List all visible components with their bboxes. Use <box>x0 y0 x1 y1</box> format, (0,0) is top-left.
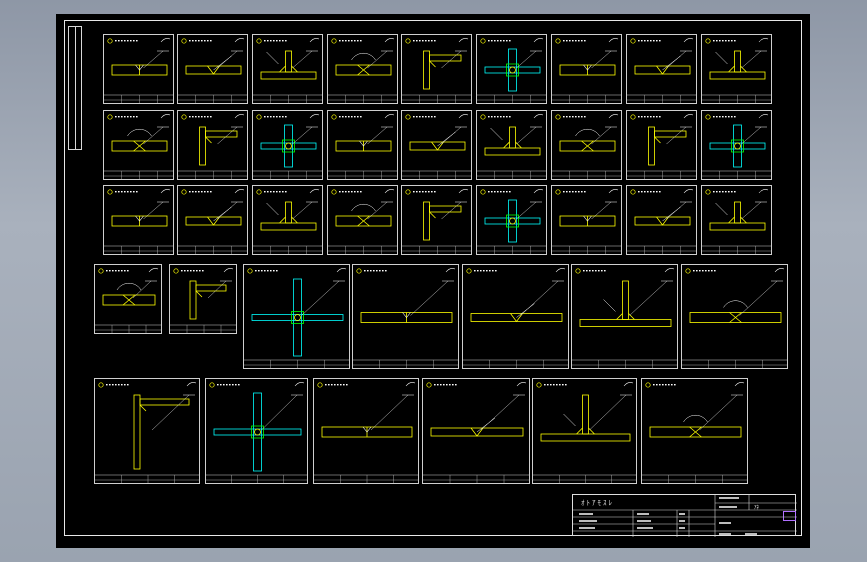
revision-strip-divider <box>75 26 76 150</box>
weld-detail-drawing <box>253 38 322 103</box>
weld-detail-cell <box>252 185 323 255</box>
weld-detail-cell <box>169 264 237 334</box>
weld-detail-cell <box>476 185 547 255</box>
weld-detail-drawing <box>314 382 418 483</box>
weld-detail-drawing <box>463 268 568 368</box>
weld-detail-cell <box>177 110 248 180</box>
weld-detail-cell <box>422 378 530 484</box>
weld-detail-cell <box>626 110 697 180</box>
weld-detail-cell <box>177 185 248 255</box>
weld-detail-cell <box>313 378 419 484</box>
weld-detail-cell <box>551 110 622 180</box>
weld-detail-drawing <box>95 268 161 333</box>
weld-detail-cell <box>462 264 569 369</box>
weld-detail-cell <box>94 264 162 334</box>
weld-detail-cell <box>103 34 174 104</box>
weld-detail-cell <box>177 34 248 104</box>
weld-detail-drawing <box>328 189 397 254</box>
weld-detail-cell <box>327 185 398 255</box>
weld-detail-drawing <box>104 114 173 179</box>
weld-detail-cell <box>701 110 772 180</box>
scale-label: ｱﾈ <box>754 505 760 511</box>
weld-detail-drawing <box>402 189 471 254</box>
weld-detail-drawing <box>627 189 696 254</box>
weld-detail-drawing <box>627 114 696 179</box>
weld-detail-drawing <box>95 382 199 483</box>
weld-detail-cell <box>401 185 472 255</box>
weld-detail-drawing <box>402 38 471 103</box>
weld-detail-drawing <box>477 114 546 179</box>
weld-detail-drawing <box>533 382 636 483</box>
weld-detail-cell <box>571 264 678 369</box>
weld-detail-cell <box>626 185 697 255</box>
weld-detail-cell <box>327 34 398 104</box>
weld-detail-cell <box>252 110 323 180</box>
weld-detail-drawing <box>104 38 173 103</box>
weld-detail-drawing <box>328 38 397 103</box>
weld-detail-drawing <box>170 268 236 333</box>
weld-detail-drawing <box>642 382 747 483</box>
weld-detail-cell <box>476 110 547 180</box>
weld-detail-drawing <box>178 38 247 103</box>
weld-detail-drawing <box>552 189 621 254</box>
weld-detail-cell <box>476 34 547 104</box>
weld-detail-cell <box>352 264 459 369</box>
drawing-name: ｵﾄｱﾓｽﾚ <box>581 499 614 507</box>
weld-detail-drawing <box>572 268 677 368</box>
weld-detail-cell <box>641 378 748 484</box>
weld-detail-cell <box>681 264 788 369</box>
weld-detail-drawing <box>627 38 696 103</box>
weld-detail-cell <box>551 34 622 104</box>
weld-detail-cell <box>327 110 398 180</box>
weld-detail-drawing <box>353 268 458 368</box>
weld-detail-drawing <box>682 268 787 368</box>
title-block: ｵﾄｱﾓｽﾚ ｱﾈ <box>572 494 797 537</box>
weld-detail-cell <box>401 110 472 180</box>
weld-detail-cell <box>701 185 772 255</box>
weld-detail-cell <box>243 264 350 369</box>
weld-detail-drawing <box>552 38 621 103</box>
weld-detail-cell <box>94 378 200 484</box>
title-block-grid <box>573 495 797 537</box>
weld-detail-cell <box>103 110 174 180</box>
weld-detail-drawing <box>206 382 307 483</box>
weld-detail-drawing <box>178 189 247 254</box>
weld-detail-cell <box>103 185 174 255</box>
weld-detail-drawing <box>104 189 173 254</box>
weld-detail-drawing <box>253 114 322 179</box>
weld-detail-drawing <box>402 114 471 179</box>
weld-detail-cell <box>401 34 472 104</box>
weld-detail-cell <box>252 34 323 104</box>
company-logo <box>783 511 796 521</box>
weld-detail-drawing <box>702 114 771 179</box>
weld-detail-drawing <box>423 382 529 483</box>
weld-detail-drawing <box>552 114 621 179</box>
weld-detail-cell <box>205 378 308 484</box>
drawing-frame <box>64 20 802 536</box>
weld-detail-drawing <box>253 189 322 254</box>
weld-detail-drawing <box>477 38 546 103</box>
weld-detail-cell <box>626 34 697 104</box>
weld-detail-drawing <box>328 114 397 179</box>
weld-detail-drawing <box>178 114 247 179</box>
weld-detail-cell <box>701 34 772 104</box>
weld-detail-drawing <box>244 268 349 368</box>
weld-detail-drawing <box>702 38 771 103</box>
weld-detail-cell <box>532 378 637 484</box>
weld-detail-cell <box>551 185 622 255</box>
weld-detail-drawing <box>477 189 546 254</box>
weld-detail-drawing <box>702 189 771 254</box>
